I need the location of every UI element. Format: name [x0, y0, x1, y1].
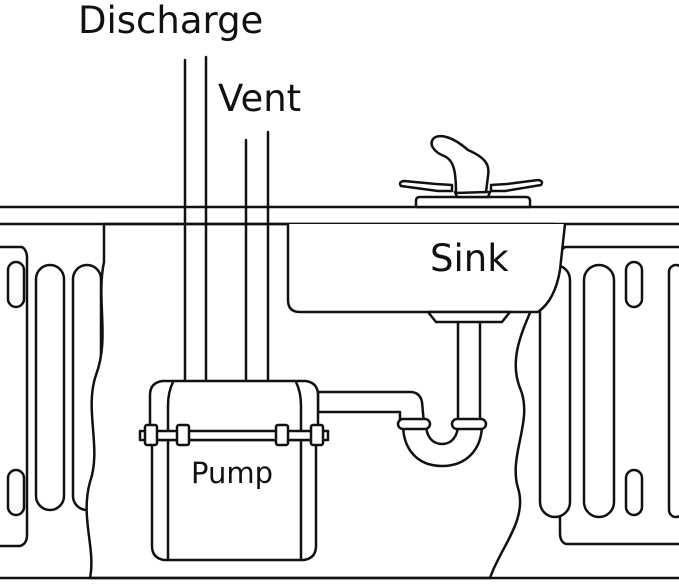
sink-drain	[428, 312, 510, 322]
discharge-label: Discharge	[78, 0, 264, 42]
p-trap-nut-left	[398, 419, 430, 429]
faucet-icon	[400, 136, 542, 207]
sink-basin	[288, 224, 565, 312]
tailpiece	[458, 322, 480, 424]
discharge-pipe	[185, 57, 206, 385]
vent-pipe	[246, 132, 268, 385]
pump-label: Pump	[191, 456, 274, 490]
vent-label: Vent	[218, 77, 302, 120]
countertop	[0, 207, 679, 224]
p-trap-nut-right	[452, 419, 486, 429]
pump-unit	[140, 381, 328, 560]
pump-clamp-band	[140, 431, 328, 440]
right-cabinet-door	[540, 247, 679, 544]
pump-bolts	[145, 425, 323, 445]
sink-label: Sink	[430, 237, 509, 280]
